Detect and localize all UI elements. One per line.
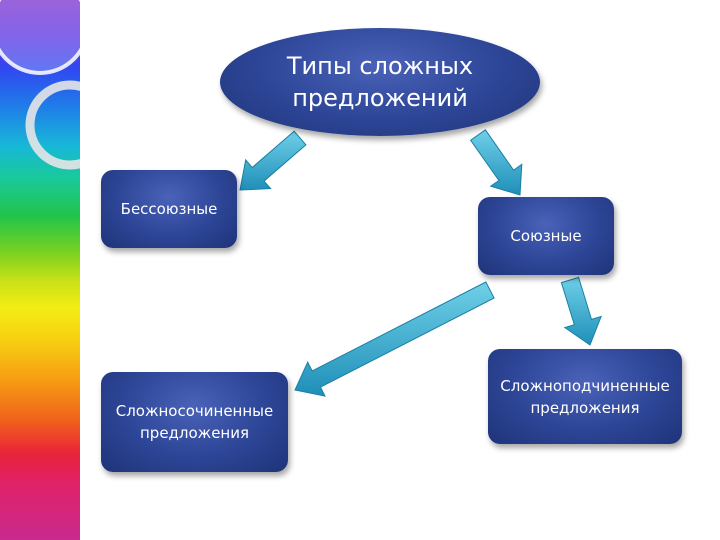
ring-top: [0, 0, 80, 75]
conjunctive-label: Союзные: [510, 227, 582, 245]
arrow-conjunctive-to-compound: [294, 281, 495, 397]
compound-node: Сложносочиненные предложения: [101, 372, 288, 472]
ring-middle: [25, 80, 80, 170]
arrow-root-to-asyndetic: [239, 130, 307, 191]
rainbow-side-stripe: [0, 0, 80, 540]
arrow-root-to-conjunctive: [469, 129, 523, 196]
root-label: Типы сложных предложений: [286, 52, 474, 112]
root-node: Типы сложных предложений: [220, 28, 540, 136]
conjunctive-node: Союзные: [478, 197, 614, 275]
complex-node: Сложноподчиненные предложения: [488, 349, 682, 444]
arrow-conjunctive-to-complex: [560, 276, 602, 346]
complex-label: Сложноподчиненные предложения: [500, 376, 670, 417]
decorative-rings: [0, 0, 80, 170]
compound-label: Сложносочиненные предложения: [115, 402, 274, 442]
asyndetic-label: Бессоюзные: [120, 200, 218, 218]
asyndetic-node: Бессоюзные: [101, 170, 237, 248]
